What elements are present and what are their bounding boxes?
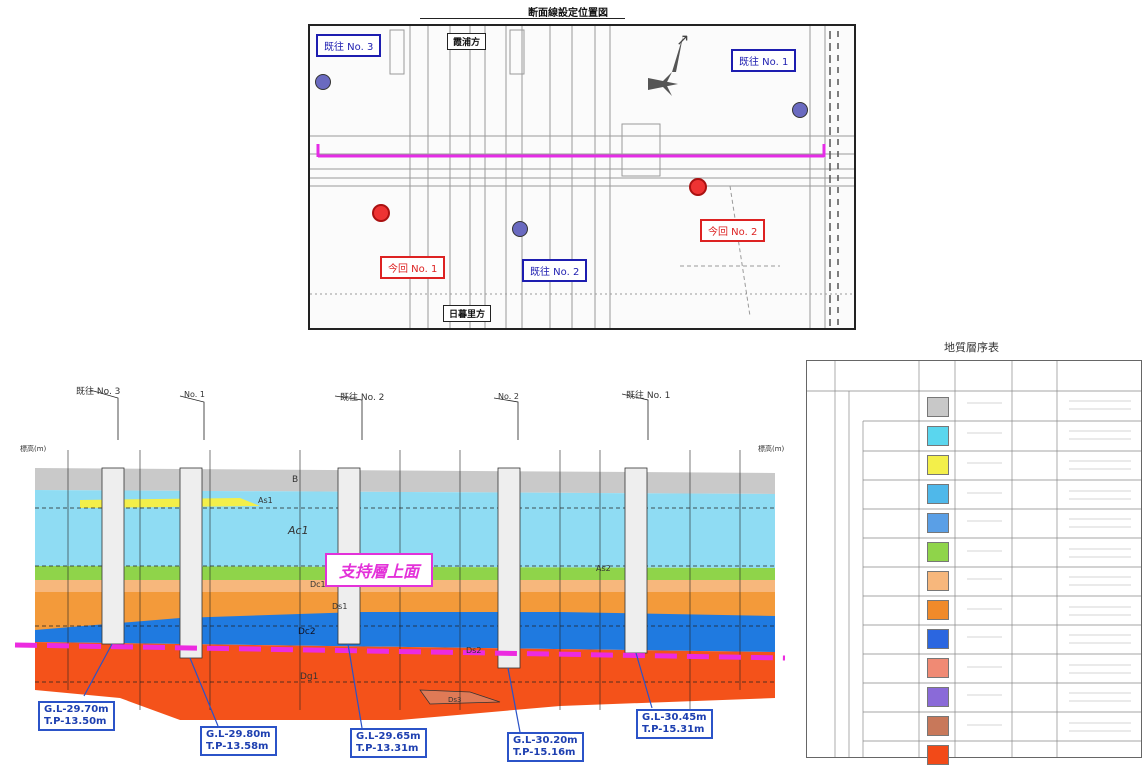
gl-value: G.L-30.45m xyxy=(642,712,707,723)
layer-label-dc1: Dc1 xyxy=(310,580,326,589)
boring-header-no-2: No. 2 xyxy=(498,392,519,401)
legend-swatch xyxy=(927,397,949,417)
bore-label-existing-2: 既往 No. 2 xyxy=(522,259,588,282)
gl-box-no-1: G.L-29.80m T.P-13.58m xyxy=(200,726,277,756)
legend-table-grid xyxy=(807,361,1141,757)
bore-label-current-1: 今回 No. 1 xyxy=(380,256,446,279)
bore-label-existing-1: 既往 No. 1 xyxy=(731,49,797,72)
legend-swatch xyxy=(927,745,949,765)
legend-table-title: 地質層序表 xyxy=(944,341,999,354)
boring-header-no-1: No. 1 xyxy=(184,390,205,399)
boring-header-existing-3: 既往 No. 3 xyxy=(76,387,121,397)
legend-swatch xyxy=(927,600,949,620)
legend-swatch xyxy=(927,484,949,504)
bore-marker-current-2 xyxy=(689,178,707,196)
legend-table xyxy=(806,360,1142,765)
bore-marker-existing-1 xyxy=(792,102,808,118)
gl-value: G.L-29.70m xyxy=(44,704,109,715)
bore-marker-current-1 xyxy=(372,204,390,222)
plan-map-title-underline xyxy=(420,18,625,19)
gl-box-existing-2: G.L-29.65m T.P-13.31m xyxy=(350,728,427,758)
layer-label-dg1: Dg1 xyxy=(300,672,319,682)
gl-box-no-2: G.L-30.20m T.P-15.16m xyxy=(507,732,584,762)
layer-label-as2: As2 xyxy=(596,564,611,573)
gl-value: G.L-30.20m xyxy=(513,735,578,746)
direction-north-tag: 霞浦方 xyxy=(447,33,487,50)
tp-value: T.P-13.58m xyxy=(206,741,269,752)
bore-label-existing-3: 既往 No. 3 xyxy=(316,34,382,57)
gl-value: G.L-29.65m xyxy=(356,731,421,742)
bore-label-current-2: 今回 No. 2 xyxy=(700,219,766,242)
bore-marker-existing-3 xyxy=(315,74,331,90)
layer-label-b: B xyxy=(292,475,299,485)
layer-label-ds3: Ds3 xyxy=(448,696,462,704)
gl-box-existing-3: G.L-29.70m T.P-13.50m xyxy=(38,701,115,731)
compass-arrow-icon: ↗ xyxy=(676,30,690,49)
legend-swatch xyxy=(927,629,949,649)
legend-swatch xyxy=(927,513,949,533)
legend-swatch xyxy=(927,658,949,678)
direction-south-tag: 日暮里方 xyxy=(443,305,492,322)
layer-diluvial-clay xyxy=(35,612,775,652)
bore-marker-existing-2 xyxy=(512,221,528,237)
boring-header-existing-1: 既往 No. 1 xyxy=(626,391,671,401)
layer-fill xyxy=(35,468,775,494)
layer-alluvial-clay xyxy=(35,490,775,568)
layer-label-ac1: Ac1 xyxy=(288,524,309,537)
legend-swatch xyxy=(927,716,949,736)
tp-value: T.P-13.50m xyxy=(44,716,107,727)
layer-support xyxy=(35,642,775,720)
legend-swatch xyxy=(927,542,949,562)
gl-box-existing-1: G.L-30.45m T.P-15.31m xyxy=(636,709,713,739)
geologic-section xyxy=(14,389,786,733)
support-layer-line xyxy=(14,642,786,661)
legend-swatch xyxy=(927,571,949,591)
boring-header-existing-2: 既往 No. 2 xyxy=(340,393,385,403)
plan-map-title: 断面線設定位置図 xyxy=(528,8,608,19)
layer-label-ds1: Ds1 xyxy=(332,602,348,611)
legend-swatch xyxy=(927,426,949,446)
gl-value: G.L-29.80m xyxy=(206,729,271,740)
layer-label-as1: As1 xyxy=(258,496,273,505)
left-axis-label: 標高(m) xyxy=(20,445,47,453)
layer-label-ds2: Ds2 xyxy=(466,646,482,655)
legend-swatch xyxy=(927,687,949,707)
right-axis-label: 標高(m) xyxy=(758,445,785,453)
tp-value: T.P-15.31m xyxy=(642,724,705,735)
legend-swatch xyxy=(927,455,949,475)
tp-value: T.P-15.16m xyxy=(513,747,576,758)
layer-label-dc2: Dc2 xyxy=(298,627,316,637)
tp-value: T.P-13.31m xyxy=(356,743,419,754)
layer-alluvial-sand xyxy=(80,498,260,508)
support-layer-label: 支持層上面 xyxy=(325,553,434,587)
